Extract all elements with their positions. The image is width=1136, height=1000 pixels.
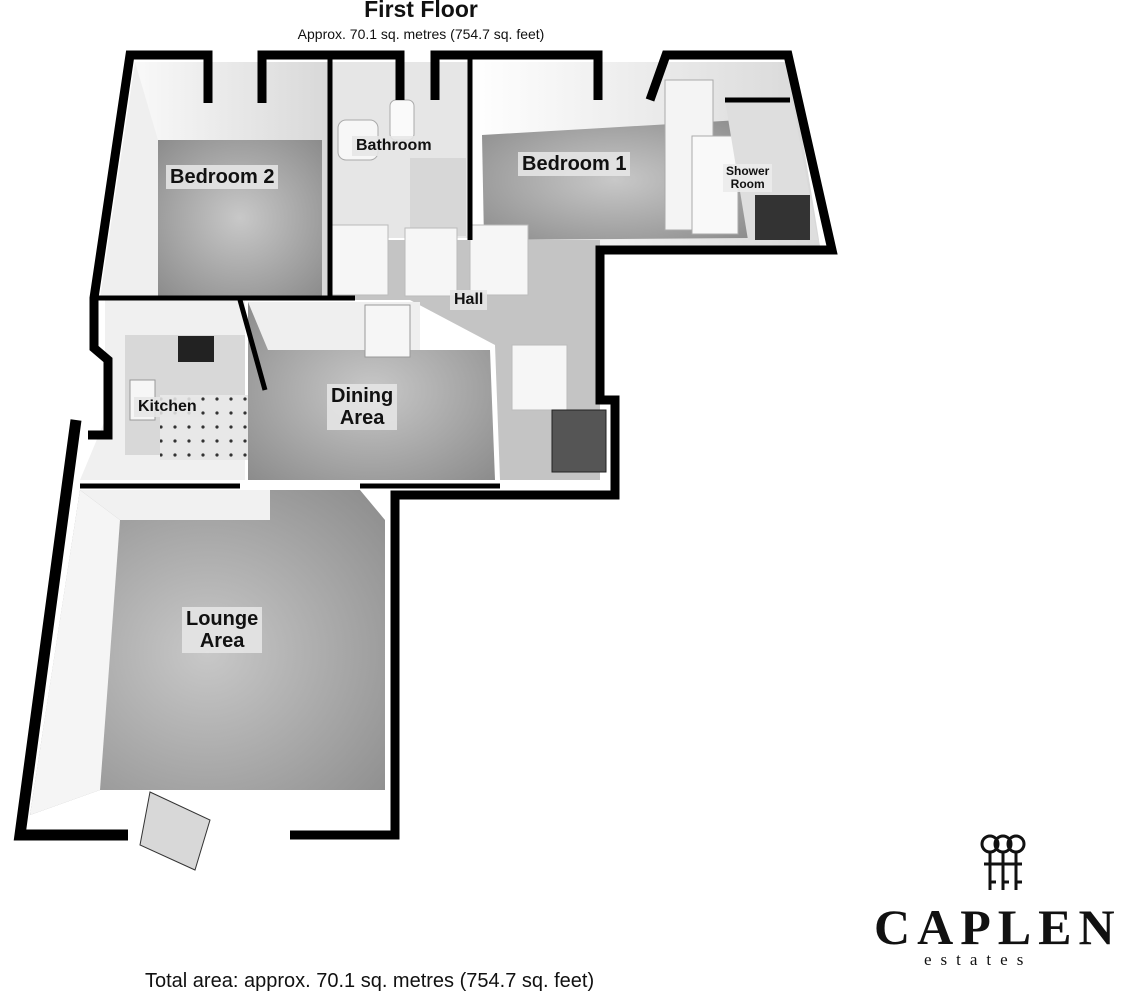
lounge-area-room (30, 490, 385, 871)
shower-room-label-line2: Room (730, 177, 765, 191)
bedroom-2-label: Bedroom 2 (166, 165, 279, 189)
hall-room (327, 224, 607, 480)
brand-subtitle: estates (924, 950, 1033, 969)
shower-room-label: Shower Room (723, 164, 773, 192)
lounge-area-label-line2: Area (199, 630, 245, 652)
bedroom-1-label: Bedroom 1 (518, 152, 631, 176)
brand-name: CAPLEN (874, 899, 1122, 955)
caplen-keys-logo-icon (980, 834, 1026, 890)
lounge-area-label-line1: Lounge (186, 608, 259, 630)
dining-area-label: Dining Area (327, 384, 398, 430)
dining-area-label-line1: Dining (331, 385, 394, 407)
bathroom-label: Bathroom (352, 136, 436, 156)
total-area: Total area: approx. 70.1 sq. metres (754… (145, 970, 595, 992)
kitchen-label: Kitchen (134, 397, 201, 417)
lounge-area-label: Lounge Area (182, 607, 263, 653)
dining-area-label-line2: Area (339, 407, 385, 429)
hall-label: Hall (450, 290, 488, 310)
shower-room-label-line1: Shower (726, 164, 770, 178)
plan-subtitle: Approx. 70.1 sq. metres (754.7 sq. feet) (297, 26, 545, 42)
exterior-walls (13, 50, 838, 841)
plan-title: First Floor (364, 0, 478, 22)
interior-walls (80, 58, 790, 489)
